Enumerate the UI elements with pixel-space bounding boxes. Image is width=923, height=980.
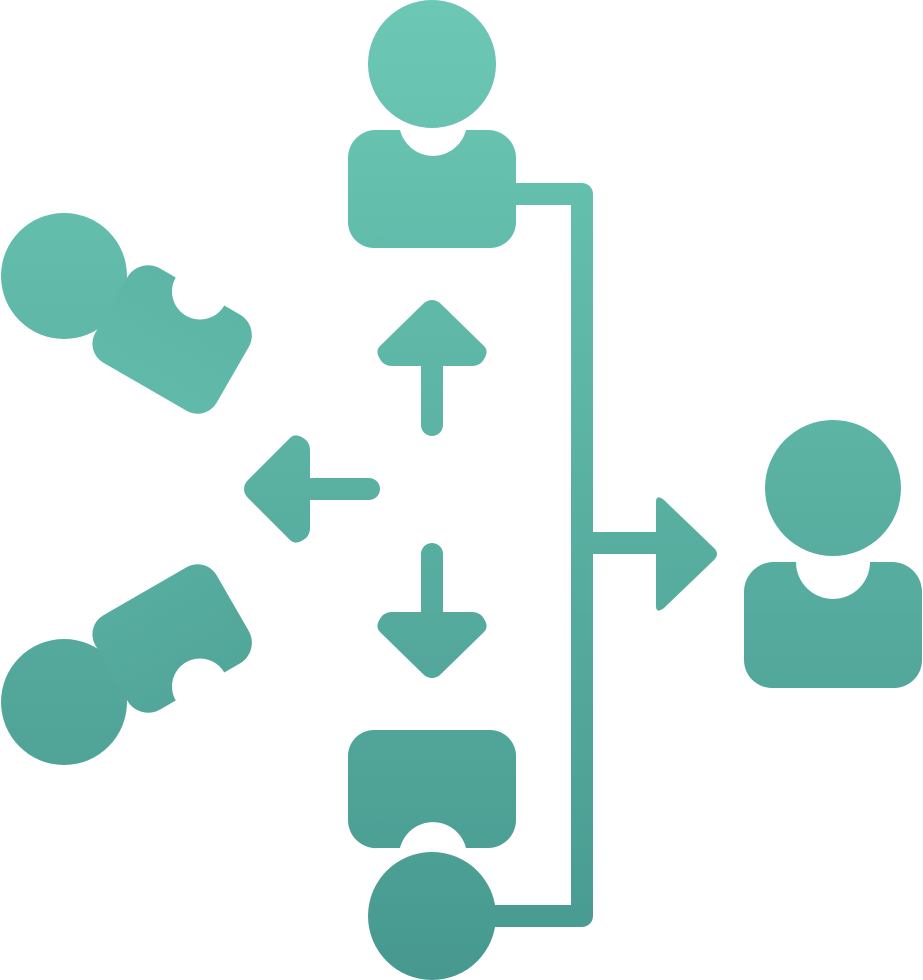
arrow-up-icon (377, 300, 487, 436)
upper-left-person-icon (1, 213, 252, 414)
right-person-icon (743, 420, 922, 688)
bottom-person-icon (347, 730, 516, 980)
arrow-left-icon (244, 435, 380, 543)
top-person-icon (347, 0, 516, 248)
lower-left-person-icon (1, 564, 252, 765)
arrow-down-icon (377, 543, 487, 678)
connector-line-icon (479, 183, 671, 927)
arrow-right-icon (656, 497, 717, 611)
